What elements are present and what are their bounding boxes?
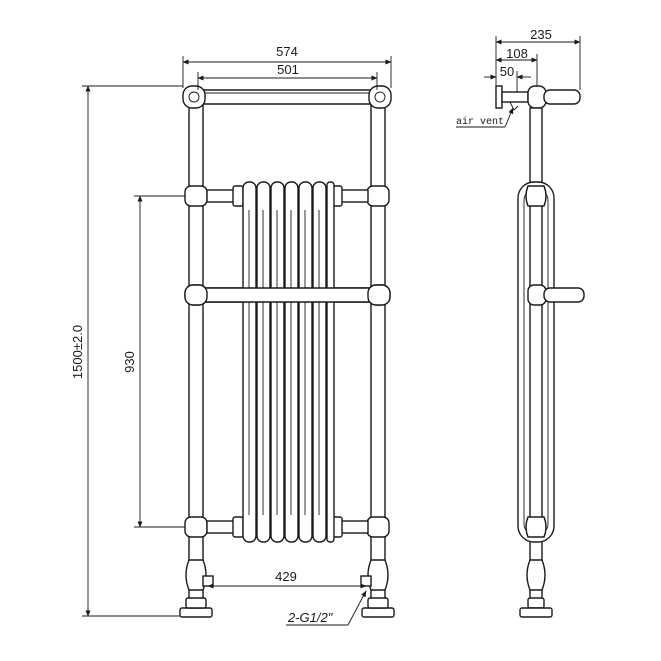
right-foot-bulge [367, 559, 389, 591]
right-valve-stub [360, 575, 372, 587]
middle-rail-end [543, 287, 585, 303]
top-left-cap [182, 85, 206, 109]
wall-plate [495, 85, 503, 109]
lower-right-arm [339, 520, 369, 534]
left-foot [179, 607, 213, 618]
top-right-cap [368, 85, 392, 109]
side-dimensions [456, 36, 581, 128]
right-foot [361, 607, 395, 618]
front-dimensions [82, 56, 392, 626]
dim-depth: 235 [530, 27, 552, 42]
front-view [179, 85, 395, 618]
lower-left-arm [206, 520, 236, 534]
side-view [495, 85, 585, 618]
left-foot-bulge [185, 559, 207, 591]
upper-left-collar [184, 185, 208, 207]
bracket-arm [501, 91, 529, 103]
top-rail-end [543, 89, 581, 105]
upper-right-arm [339, 189, 369, 203]
side-foot [519, 607, 553, 618]
dim-overall-width: 574 [276, 44, 298, 59]
upper-right-collar [366, 185, 390, 207]
dim-pipe-centres: 429 [275, 569, 297, 584]
lower-right-collar [366, 516, 390, 538]
upper-left-arm [206, 189, 236, 203]
dim-rail-width: 501 [277, 62, 299, 77]
lower-left-collar [184, 516, 208, 538]
connection-label: 2-G1/2" [287, 610, 334, 625]
dim-overall-height: 1500±2.0 [70, 325, 85, 379]
dim-wall-bracket: 50 [500, 64, 514, 79]
dim-section-height: 930 [122, 351, 137, 373]
dim-wall-to-pipe: 108 [506, 46, 528, 61]
top-rail [195, 89, 377, 105]
side-upright-inner [529, 191, 543, 533]
air-vent-label: air vent [456, 116, 504, 128]
radiator-columns [242, 181, 335, 543]
left-valve-stub [202, 575, 214, 587]
